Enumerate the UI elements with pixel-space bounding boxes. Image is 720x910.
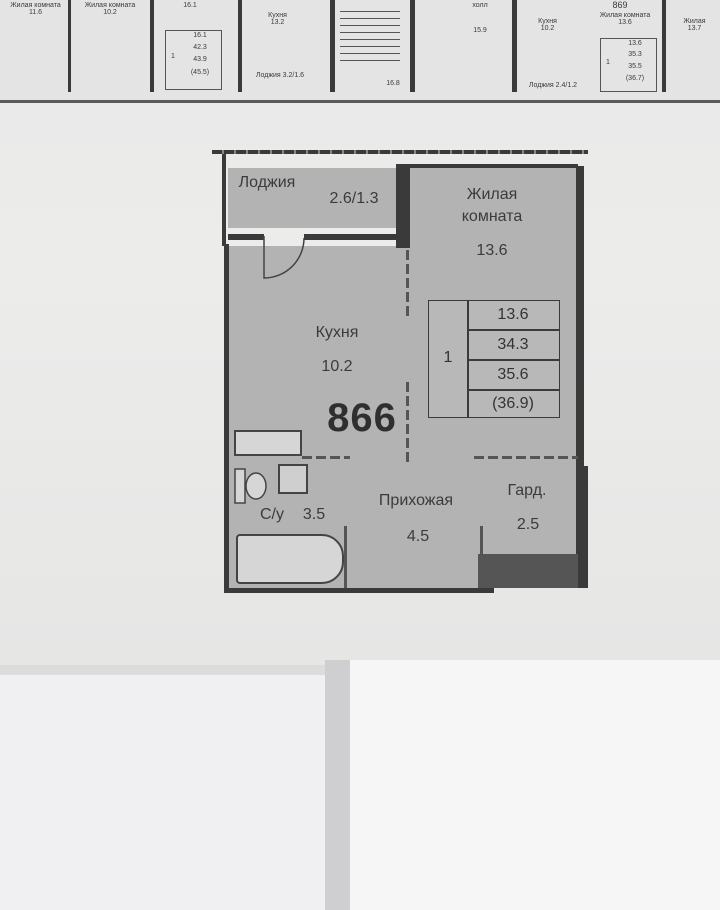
loggia-label: Лоджия xyxy=(238,174,296,191)
toilet-icon xyxy=(234,468,267,504)
partition-dashed xyxy=(406,382,409,462)
door-arc-icon xyxy=(263,236,305,279)
stove-icon xyxy=(278,464,308,494)
blank-sheet-right xyxy=(350,660,720,910)
living-label-line1: Жилая xyxy=(466,186,518,203)
loggia-wall-left xyxy=(222,154,226,246)
rooms-count: 1 xyxy=(443,349,453,366)
outer-wall-top xyxy=(212,150,588,154)
full-area: (36.9) xyxy=(492,395,534,412)
wall xyxy=(662,0,666,92)
neighbor-label: 16.1 xyxy=(183,2,197,9)
loggia-wall-bottom xyxy=(228,234,264,240)
bathtub-icon xyxy=(236,534,344,584)
kitchen-area xyxy=(228,246,408,460)
loggia-area xyxy=(228,168,398,228)
staircase xyxy=(340,5,400,65)
wall xyxy=(512,0,517,92)
neighbor-area-table: 1 13.6 35.3 35.5 (36.7) xyxy=(600,38,657,92)
wall-column xyxy=(396,164,410,248)
bathroom-partition xyxy=(344,526,347,588)
neighbor-apartment-number: 869 xyxy=(612,0,628,10)
wardrobe-label: Гард. xyxy=(507,482,547,499)
bathroom-label: С/у xyxy=(260,506,284,523)
living-label-line2: комната xyxy=(461,208,523,225)
neighbor-label: Лоджия 2.4/1.2 xyxy=(528,82,578,89)
partition-dashed xyxy=(474,456,578,459)
wardrobe-wall xyxy=(478,554,578,588)
living-area-value: 13.6 xyxy=(476,242,508,259)
hallway-area-value: 4.5 xyxy=(406,528,430,545)
outer-wall-left xyxy=(224,244,229,592)
wall xyxy=(410,0,415,92)
kitchen-label: Кухня xyxy=(315,324,359,341)
wardrobe-area-value: 2.5 xyxy=(516,516,540,533)
blank-sheet-left xyxy=(0,675,325,910)
outer-wall-bottom xyxy=(224,588,494,593)
sink-icon xyxy=(234,430,302,456)
wall xyxy=(150,0,154,92)
partition-dashed xyxy=(302,456,350,459)
total-area: 34.3 xyxy=(497,336,529,353)
apartment-number: 866 xyxy=(327,396,397,440)
neighbor-area-table: 1 16.1 42.3 43.9 (45.5) xyxy=(165,30,222,90)
loggia-area-value: 2.6/1.3 xyxy=(329,190,379,207)
loggia-wall-bottom xyxy=(304,234,398,240)
partition-dashed xyxy=(406,250,409,320)
neighbor-label: 16.8 xyxy=(386,80,400,87)
outer-wall-right-lower xyxy=(576,466,588,588)
bathroom-area-value: 3.5 xyxy=(302,506,326,523)
background-gap xyxy=(325,660,350,910)
wardrobe-partition xyxy=(480,526,483,556)
wall xyxy=(330,0,335,92)
wall xyxy=(238,0,242,92)
area-summary-table: 1 13.6 34.3 35.6 (36.9) xyxy=(428,300,560,418)
wall xyxy=(68,0,71,92)
kitchen-area-value: 10.2 xyxy=(321,358,353,375)
apartment-floor-plan: Лоджия 2.6/1.3 Жилая комната 13.6 Кухня … xyxy=(212,150,600,596)
outer-wall-right xyxy=(576,166,584,466)
hallway-area xyxy=(346,460,478,588)
living-wall-top xyxy=(408,164,578,168)
hallway-label: Прихожая xyxy=(378,492,454,509)
neighbor-label: Лоджия 3.2/1.6 xyxy=(255,72,305,79)
living-area-total: 13.6 xyxy=(497,306,529,323)
total-area-with-loggia: 35.6 xyxy=(497,366,529,383)
